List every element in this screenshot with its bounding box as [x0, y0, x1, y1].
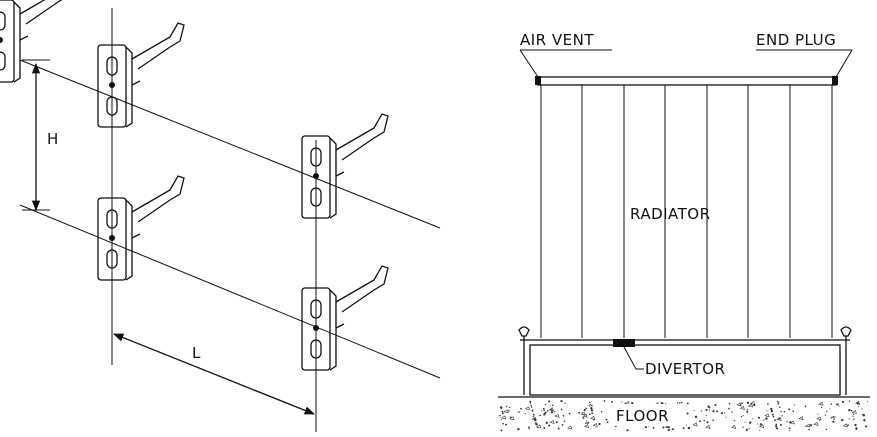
divertor-leader: [623, 346, 644, 370]
left-valve: [518, 326, 530, 340]
radiator-label: RADIATOR: [630, 205, 711, 223]
end-plug-leader: [835, 49, 853, 78]
radiator-base: [529, 344, 841, 396]
end-plug-fitting: [832, 76, 838, 85]
divertor-label: DIVERTOR: [645, 360, 725, 378]
bracket-lower-right: [301, 265, 389, 371]
floor-label-bg: [610, 404, 686, 426]
radiator-diagram: DIVERTOR AIR VENT END PLUG RADIATOR FLOO…: [498, 31, 870, 432]
radiator-columns: [540, 85, 833, 338]
floor-label: FLOOR: [616, 407, 669, 425]
length-label: L: [192, 344, 201, 362]
lower-level-line: [19, 204, 441, 379]
air-vent-fitting: [535, 76, 541, 85]
wall-bracket: [0, 0, 63, 83]
divertor-block: [613, 339, 635, 347]
length-dimension-arrow: [113, 333, 315, 415]
right-valve: [840, 326, 852, 340]
radiator-top-header: [537, 76, 837, 86]
air-vent-leader: [519, 49, 539, 78]
end-plug-label: END PLUG: [756, 31, 836, 49]
air-vent-label: AIR VENT: [520, 31, 594, 49]
height-label: H: [47, 130, 59, 148]
bracket-diagram: H L: [0, 0, 441, 432]
upper-level-line: [19, 59, 441, 229]
bracket-lower-left: [97, 175, 185, 281]
bracket-upper-left: [97, 22, 185, 128]
